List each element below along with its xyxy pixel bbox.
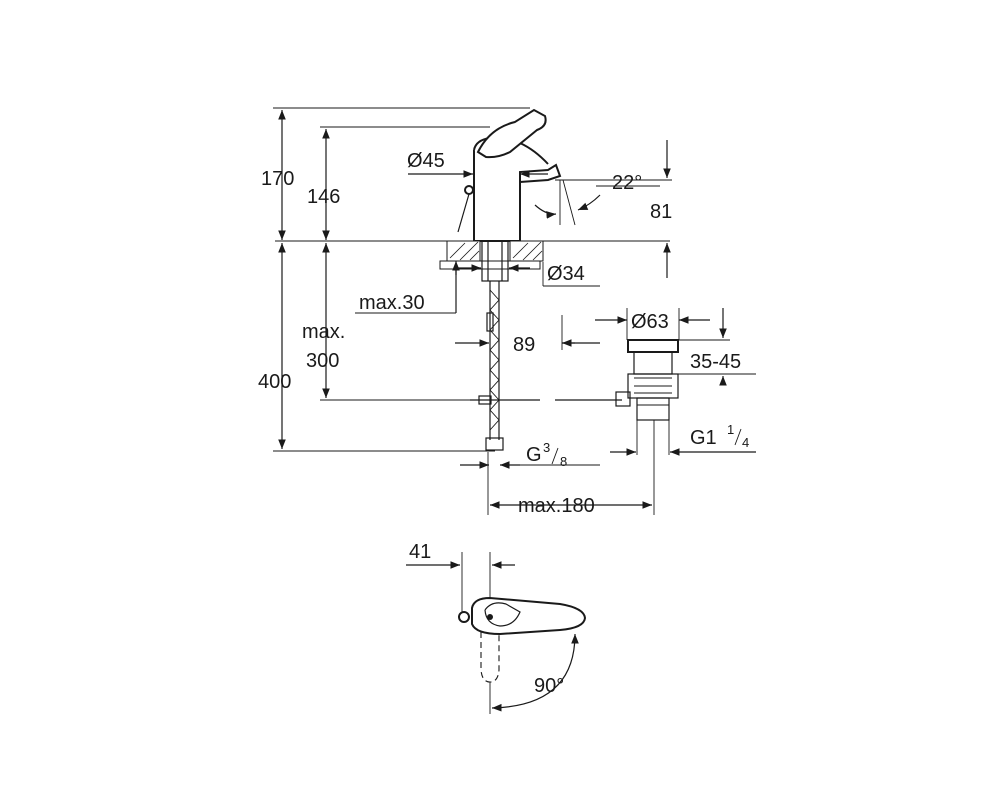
dim-g1-main: G1 [690,427,717,449]
dim-146: 146 [307,186,340,208]
dim-400: 400 [258,371,291,393]
supply-hose [485,281,504,451]
popup-rod [457,193,470,233]
dim-g1-num: 1 [727,422,734,437]
dim-diameter-63: Ø63 [631,311,669,333]
top-popup-knob [458,611,470,623]
dim-g38-den: 8 [560,454,567,469]
dim-angle-22: 22° [612,172,642,194]
dim-angle-90: 90° [534,675,564,697]
dim-max-30: max.30 [359,292,425,314]
dim-diameter-45: Ø45 [407,150,445,172]
rotated-handle [480,632,500,683]
dim-300: 300 [306,350,339,372]
top-handle [471,596,587,636]
dim-81: 81 [650,201,672,223]
dim-max-180: max.180 [518,495,595,517]
dim-35-45: 35-45 [690,351,741,373]
deck-section [439,240,544,270]
mounting-shank [481,240,509,282]
dim-g1-den: 4 [742,435,749,450]
dim-41: 41 [409,541,431,563]
handle-pivot [487,614,493,620]
popup-knob [464,185,474,195]
dim-g38-main: G [526,444,542,466]
dim-170: 170 [261,168,294,190]
dim-g38-num: 3 [543,440,550,455]
dim-diameter-34: Ø34 [547,263,585,285]
lever-handle [476,108,547,159]
top-view: 41 90° [406,541,587,714]
waste-assembly [615,339,679,421]
side-view: 170 146 Ø45 22° 81 Ø34 max.30 [258,107,756,517]
dim-89: 89 [513,334,535,356]
dim-max-label: max. [302,321,345,343]
